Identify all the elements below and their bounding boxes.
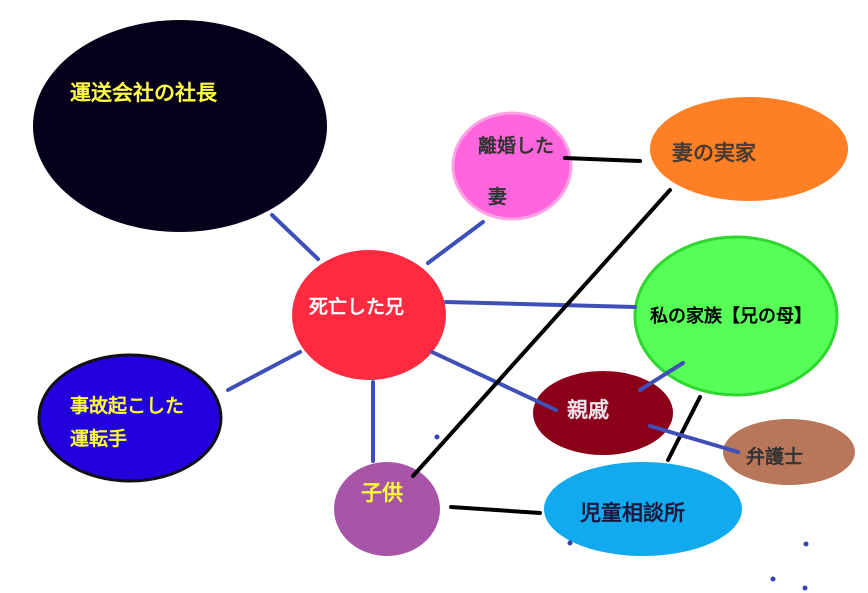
node-label-child-guidance-center: 児童相談所	[579, 501, 685, 525]
edge-wife-parents-to-child	[411, 188, 672, 478]
edge-brother-to-accident-driver	[226, 350, 302, 392]
edge-relatives-to-lawyer	[648, 424, 740, 454]
node-label-my-family: 私の家族【兄の母】	[650, 305, 812, 327]
node-label-lawyer: 弁護士	[746, 445, 803, 468]
stray-dot	[802, 585, 808, 591]
node-lawyer	[723, 419, 855, 485]
stray-dot	[770, 576, 776, 582]
node-divorced-wife	[451, 111, 573, 221]
node-child	[334, 462, 440, 556]
node-label-company-president: 運送会社の社長	[70, 81, 218, 105]
stray-dot	[803, 541, 809, 547]
edge-my-family-to-relatives	[638, 361, 685, 392]
edge-brother-to-relatives	[430, 350, 558, 412]
node-relatives	[533, 371, 673, 455]
node-label-accident-driver-line2: 運転手	[70, 427, 127, 450]
node-label-wife-parents-home: 妻の実家	[672, 141, 757, 165]
node-company-president	[33, 20, 327, 232]
edge-president-to-brother	[270, 213, 320, 261]
stray-dot	[567, 540, 573, 546]
node-label-child: 子供	[361, 481, 403, 505]
stray-dot	[434, 434, 440, 440]
edge-brother-to-divorced-wife	[426, 220, 485, 265]
node-deceased-brother	[292, 250, 446, 380]
node-child-guidance-center	[544, 462, 742, 556]
node-label-accident-driver-line1: 事故起こした	[70, 394, 184, 417]
edge-divorced-wife-to-wife-parents	[563, 156, 642, 163]
node-my-family	[633, 235, 839, 397]
edge-brother-to-my-family	[444, 300, 637, 309]
node-label-divorced-wife-line2: 妻	[488, 185, 507, 208]
node-label-deceased-brother: 死亡した兄	[309, 295, 404, 318]
edge-child-to-child-guidance-center	[449, 505, 542, 515]
edge-my-family-to-child-guidance-center	[666, 395, 702, 462]
node-label-relatives: 親戚	[567, 398, 609, 422]
node-wife-parents-home	[650, 97, 848, 201]
node-accident-driver	[37, 353, 223, 483]
node-label-divorced-wife-line1: 離婚した	[478, 134, 554, 157]
